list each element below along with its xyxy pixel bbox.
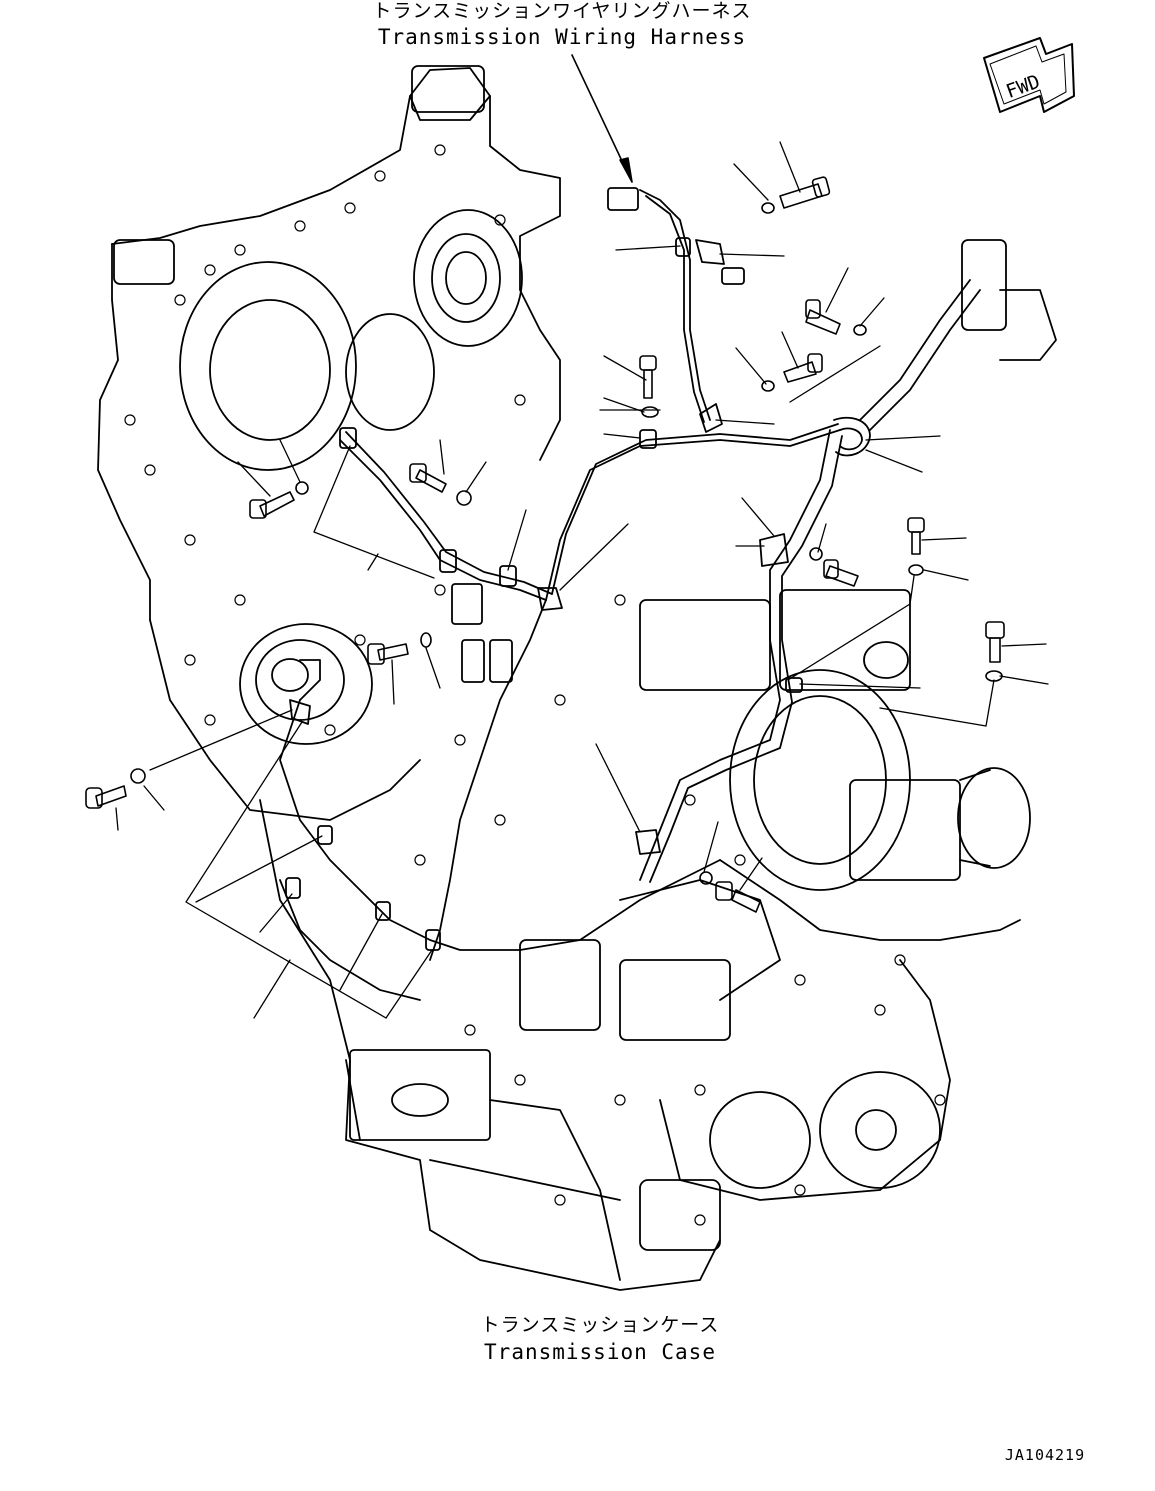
band-clamp-2	[760, 534, 788, 566]
clamp-1	[676, 238, 690, 256]
case-label-jp: トランスミッションケース	[480, 1314, 720, 1336]
case-label-en: Transmission Case	[484, 1340, 716, 1364]
bolts-and-washers	[86, 176, 1004, 912]
clamp-5	[340, 428, 356, 448]
clamp-7	[500, 566, 516, 586]
harness-leader-line	[572, 55, 632, 182]
clamp-6	[440, 550, 456, 572]
harness-label-jp: トランスミッションワイヤリングハーネス	[372, 0, 752, 22]
clamp-8	[538, 588, 562, 610]
wiring-harness	[280, 190, 1020, 1000]
clamp-4	[640, 430, 656, 448]
harness-label-en: Transmission Wiring Harness	[377, 25, 747, 49]
clamp-2	[696, 240, 724, 264]
clamp-10	[636, 830, 660, 854]
fwd-arrow-icon: FWD	[984, 38, 1074, 112]
transmission-case	[98, 66, 1030, 1290]
bolt-heads	[125, 145, 945, 1225]
clamp-9	[290, 700, 310, 724]
clamp-3	[700, 404, 722, 432]
band-clamp-1	[834, 418, 870, 456]
drawing-number: JA104219	[1004, 1446, 1086, 1464]
leader-lines	[116, 142, 1048, 1018]
clamps	[286, 188, 1056, 950]
